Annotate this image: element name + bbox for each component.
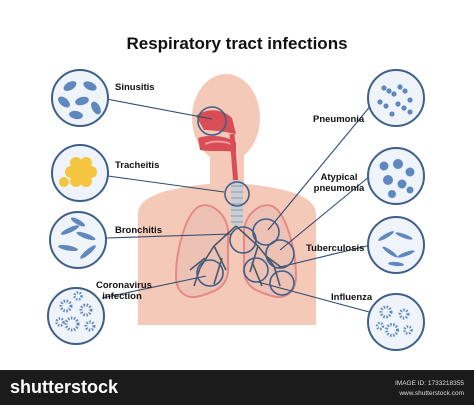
label-sinusitis: Sinusitis: [115, 82, 155, 93]
pathogen-circle-bronchitis: [49, 211, 107, 269]
highlight-circles: [196, 106, 295, 296]
label-pneumonia: Pneumonia: [313, 114, 365, 125]
pointer-lines: [100, 97, 378, 314]
image-id: IMAGE ID: 1733218355: [394, 380, 464, 387]
pathogen-circle-pneumonia: [367, 69, 425, 127]
label-bronchitis: Bronchitis: [115, 225, 162, 236]
pathogen-circle-coronavirus: [47, 287, 105, 345]
label-coronavirus: Coronavirus infection: [96, 280, 152, 302]
pathogen-circle-atypical-pneumonia: [367, 147, 425, 205]
site-url: www.shutterstock.com: [399, 390, 464, 397]
pathogen-circle-tracheitis: [51, 144, 109, 202]
label-tuberculosis: Tuberculosis: [306, 243, 365, 254]
label-tracheitis: Tracheitis: [115, 160, 160, 171]
label-atypical-pneumonia: Atypical pneumonia: [313, 172, 365, 194]
brand-logo: shutterstock: [10, 377, 119, 397]
watermark-footer: shutterstock IMAGE ID: 1733218355 www.sh…: [0, 370, 474, 405]
pathogen-circle-influenza: [367, 293, 425, 351]
label-influenza: Influenza: [331, 292, 373, 303]
diagram-title: Respiratory tract infections: [126, 34, 348, 53]
pathogen-circle-sinusitis: [51, 69, 109, 127]
nasal-cavity: [196, 110, 239, 187]
trachea: [231, 180, 243, 226]
pathogen-circle-tuberculosis: [367, 216, 425, 274]
